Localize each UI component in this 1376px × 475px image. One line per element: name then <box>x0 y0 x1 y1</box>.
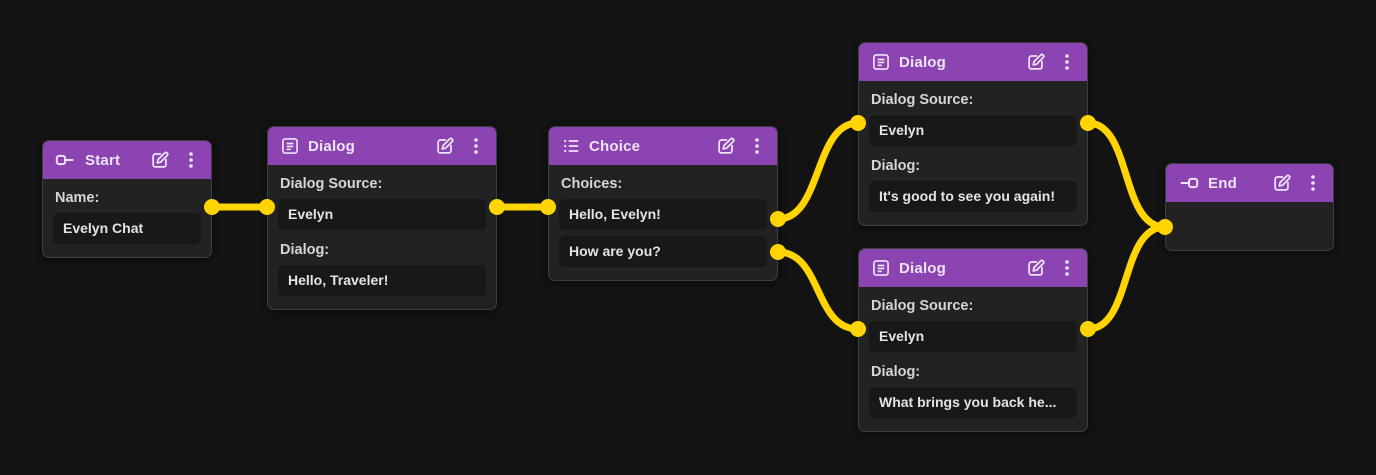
edit-icon[interactable] <box>432 133 458 159</box>
field-label: Choices: <box>561 176 623 192</box>
node-title: Dialog <box>308 137 356 155</box>
dialog-text-field[interactable]: It's good to see you again! <box>869 181 1077 212</box>
node-title: Choice <box>589 137 641 155</box>
node-header[interactable]: End <box>1166 164 1333 202</box>
port-dialog3-out[interactable] <box>1080 321 1096 337</box>
node-body: Name: Evelyn Chat <box>43 179 211 257</box>
port-start-out[interactable] <box>204 199 220 215</box>
dialog-node-2[interactable]: Dialog Dialog Source: Evelyn Dialog: It'… <box>858 42 1088 226</box>
name-field[interactable]: Evelyn Chat <box>53 213 201 244</box>
edit-icon[interactable] <box>1023 255 1049 281</box>
wire-dialog3-to-end[interactable] <box>1084 223 1169 333</box>
node-body: Dialog Source: Evelyn Dialog: Hello, Tra… <box>268 165 496 309</box>
node-header[interactable]: Start <box>43 141 211 179</box>
choice-option-1[interactable]: Hello, Evelyn! <box>559 199 767 230</box>
node-header[interactable]: Dialog <box>859 249 1087 287</box>
choice-list-icon <box>561 136 581 156</box>
node-header[interactable]: Dialog <box>859 43 1087 81</box>
node-body: Dialog Source: Evelyn Dialog: It's good … <box>859 81 1087 225</box>
port-choice-out-2[interactable] <box>770 244 786 260</box>
choice-option-2[interactable]: How are you? <box>559 236 767 267</box>
kebab-menu-icon[interactable] <box>181 148 201 172</box>
node-body: Choices: Hello, Evelyn! How are you? <box>549 165 777 280</box>
kebab-menu-icon[interactable] <box>1303 171 1323 195</box>
field-label: Dialog: <box>871 158 921 174</box>
start-port-icon <box>55 152 77 168</box>
node-header[interactable]: Dialog <box>268 127 496 165</box>
field-label: Dialog: <box>871 364 921 380</box>
port-dialog2-out[interactable] <box>1080 115 1096 131</box>
edit-icon[interactable] <box>147 147 173 173</box>
field-label: Dialog Source: <box>871 298 974 314</box>
kebab-menu-icon[interactable] <box>1057 256 1077 280</box>
field-label: Dialog Source: <box>280 176 383 192</box>
node-title: Dialog <box>899 259 947 277</box>
dialog-text-field[interactable]: What brings you back he... <box>869 387 1077 418</box>
port-choice-in[interactable] <box>540 199 556 215</box>
kebab-menu-icon[interactable] <box>747 134 767 158</box>
kebab-menu-icon[interactable] <box>466 134 486 158</box>
port-choice-out-1[interactable] <box>770 211 786 227</box>
dialog-node-1[interactable]: Dialog Dialog Source: Evelyn Dialog: Hel… <box>267 126 497 310</box>
dialog-icon <box>280 136 300 156</box>
dialog-source-field[interactable]: Evelyn <box>278 199 486 230</box>
node-title: End <box>1208 174 1237 192</box>
wire-choice2-to-dialog3[interactable] <box>774 248 862 333</box>
node-title: Dialog <box>899 53 947 71</box>
node-body <box>1166 202 1333 250</box>
node-header[interactable]: Choice <box>549 127 777 165</box>
field-label: Name: <box>55 190 100 206</box>
field-label: Dialog Source: <box>871 92 974 108</box>
edit-icon[interactable] <box>1023 49 1049 75</box>
dialog-text-field[interactable]: Hello, Traveler! <box>278 265 486 296</box>
port-dialog1-out[interactable] <box>489 199 505 215</box>
dialog-icon <box>871 52 891 72</box>
dialog-icon <box>871 258 891 278</box>
port-end-in[interactable] <box>1157 219 1173 235</box>
edit-icon[interactable] <box>1269 170 1295 196</box>
dialog-source-field[interactable]: Evelyn <box>869 115 1077 146</box>
wire-dialog2-to-end[interactable] <box>1084 119 1169 231</box>
choice-node[interactable]: Choice Choices: Hello, Evelyn! How are y… <box>548 126 778 281</box>
field-label: Dialog: <box>280 242 330 258</box>
port-dialog2-in[interactable] <box>850 115 866 131</box>
node-title: Start <box>85 151 121 169</box>
kebab-menu-icon[interactable] <box>1057 50 1077 74</box>
node-body: Dialog Source: Evelyn Dialog: What bring… <box>859 287 1087 431</box>
dialog-source-field[interactable]: Evelyn <box>869 321 1077 352</box>
edit-icon[interactable] <box>713 133 739 159</box>
wire-choice1-to-dialog2[interactable] <box>774 119 862 223</box>
start-node[interactable]: Start Name: Evelyn Chat <box>42 140 212 258</box>
dialog-node-3[interactable]: Dialog Dialog Source: Evelyn Dialog: Wha… <box>858 248 1088 432</box>
end-node[interactable]: End <box>1165 163 1334 251</box>
port-dialog1-in[interactable] <box>259 199 275 215</box>
end-port-icon <box>1178 175 1200 191</box>
port-dialog3-in[interactable] <box>850 321 866 337</box>
